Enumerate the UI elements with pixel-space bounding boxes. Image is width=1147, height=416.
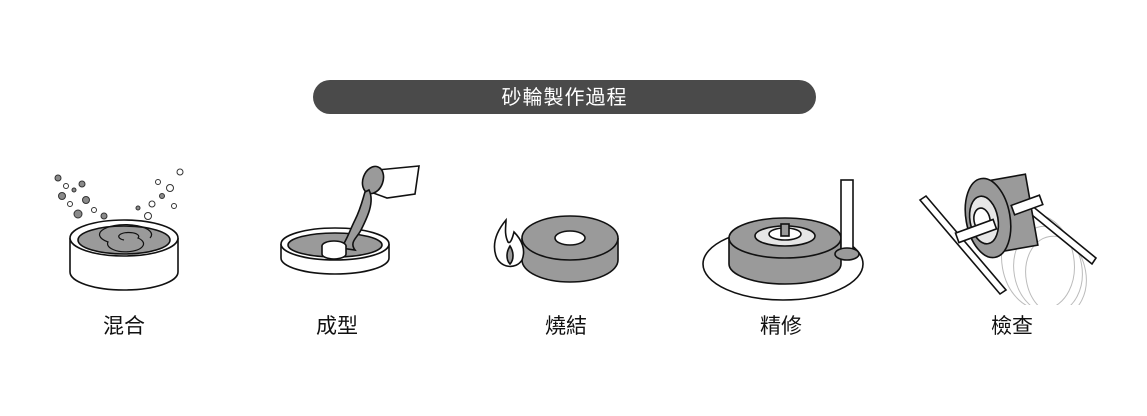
step-label: 燒結 [545, 314, 587, 338]
fire-wheel-icon [493, 215, 619, 283]
rolling-wheel-icon [918, 173, 1098, 305]
step-label: 成型 [316, 314, 358, 338]
step-dressing: 精修 [681, 160, 881, 350]
process-title-banner: 砂輪製作過程 [313, 80, 816, 114]
step-molding: 成型 [237, 160, 437, 350]
lathe-dressing-icon [702, 179, 864, 301]
mixing-bowl-icon [54, 168, 184, 291]
step-label: 檢查 [991, 314, 1033, 338]
step-label: 精修 [760, 314, 802, 338]
step-mixing: 混合 [24, 160, 224, 350]
step-inspection: 檢查 [912, 160, 1112, 350]
step-sintering: 燒結 [466, 160, 666, 350]
step-label: 混合 [103, 314, 145, 338]
pouring-mold-icon [280, 165, 420, 275]
